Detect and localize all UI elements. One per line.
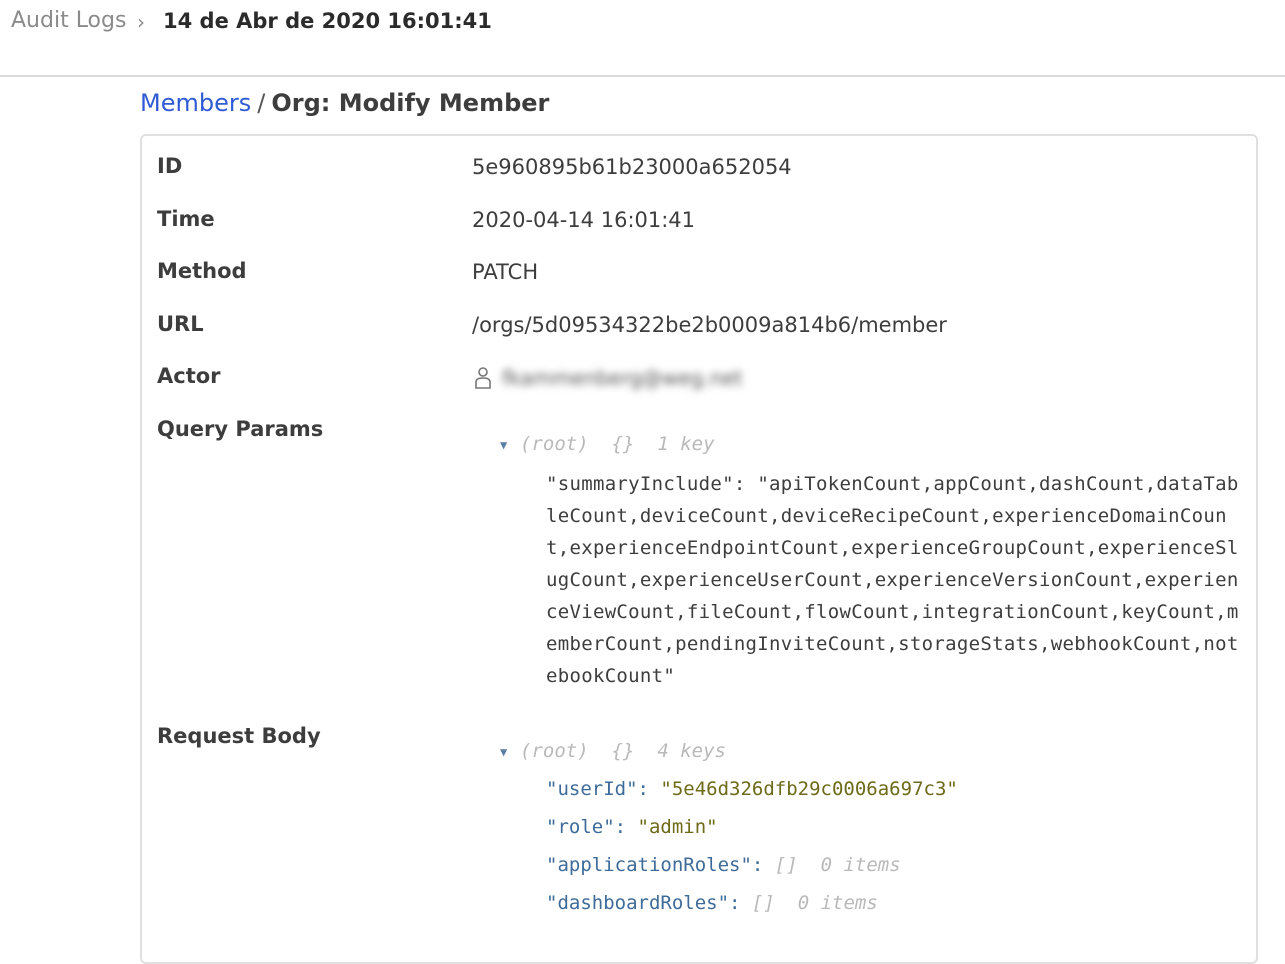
header-separator: /	[257, 89, 266, 117]
request-body-tree: ▼ (root) {} 4 keys "userId": "5e46d326dfb…	[500, 740, 958, 930]
query-params-tree: ▼ (root) {} 1 key	[500, 433, 715, 455]
actor-label: Actor	[157, 364, 221, 388]
body-key: "role"	[546, 816, 615, 838]
caret-down-icon[interactable]: ▼	[500, 437, 508, 452]
body-key: "dashboardRoles"	[546, 892, 730, 914]
id-value: 5e960895b61b23000a652054	[472, 155, 792, 179]
members-link[interactable]: Members	[140, 89, 252, 117]
body-root-braces: {}	[611, 740, 635, 762]
method-value: PATCH	[472, 260, 539, 284]
query-param-colon: :	[733, 473, 758, 495]
request-body-label: Request Body	[157, 724, 321, 748]
body-entry-role: "role": "admin"	[500, 816, 958, 854]
url-label: URL	[157, 312, 204, 336]
body-colon: :	[637, 778, 661, 800]
time-value: 2020-04-14 16:01:41	[472, 208, 696, 232]
query-param-entry: "summaryInclude": "apiTokenCount,appCoun…	[546, 468, 1246, 692]
query-params-label: Query Params	[157, 417, 324, 441]
id-label: ID	[157, 154, 183, 178]
method-label: Method	[157, 259, 247, 283]
body-empty-array: []	[774, 854, 798, 876]
body-item-count: 0 items	[797, 892, 878, 914]
body-value: "5e46d326dfb29c0006a697c3"	[660, 778, 958, 800]
actor-email-link[interactable]: fkammenberg@weg.net	[502, 366, 743, 390]
body-root-count: 4 keys	[657, 740, 726, 762]
body-entry-application-roles: "applicationRoles": [] 0 items	[500, 854, 958, 892]
body-key: "applicationRoles"	[546, 854, 752, 876]
body-value: "admin"	[637, 816, 718, 838]
query-root-toggle[interactable]: ▼ (root) {} 1 key	[500, 433, 715, 455]
query-param-value: "apiTokenCount,appCount,dashCount,dataTa…	[546, 473, 1239, 687]
body-item-count: 0 items	[820, 854, 901, 876]
body-key: "userId"	[546, 778, 638, 800]
body-colon: :	[751, 854, 775, 876]
body-empty-array: []	[751, 892, 775, 914]
query-root-braces: {}	[611, 433, 635, 455]
breadcrumb-audit-logs-link[interactable]: Audit Logs	[11, 8, 127, 33]
breadcrumb-current: 14 de Abr de 2020 16:01:41	[163, 9, 492, 33]
body-root-label: (root)	[520, 740, 589, 762]
top-bar: Audit Logs › 14 de Abr de 2020 16:01:41	[0, 0, 1285, 77]
body-entry-user-id: "userId": "5e46d326dfb29c0006a697c3"	[500, 778, 958, 816]
query-param-key: "summaryInclude"	[546, 473, 734, 495]
page-header: Members/Org: Modify Member	[140, 89, 549, 117]
time-label: Time	[157, 207, 215, 231]
body-colon: :	[614, 816, 638, 838]
user-icon	[475, 367, 491, 389]
body-root-toggle[interactable]: ▼ (root) {} 4 keys	[500, 740, 958, 778]
body-colon: :	[729, 892, 752, 914]
caret-down-icon[interactable]: ▼	[500, 744, 508, 759]
query-root-label: (root)	[520, 433, 589, 455]
page-title: Org: Modify Member	[271, 89, 550, 117]
url-value: /orgs/5d09534322be2b0009a814b6/member	[472, 313, 947, 337]
query-root-count: 1 key	[657, 433, 715, 455]
body-entry-dashboard-roles: "dashboardRoles": [] 0 items	[500, 892, 958, 930]
breadcrumb-chevron-icon: ›	[137, 10, 145, 34]
